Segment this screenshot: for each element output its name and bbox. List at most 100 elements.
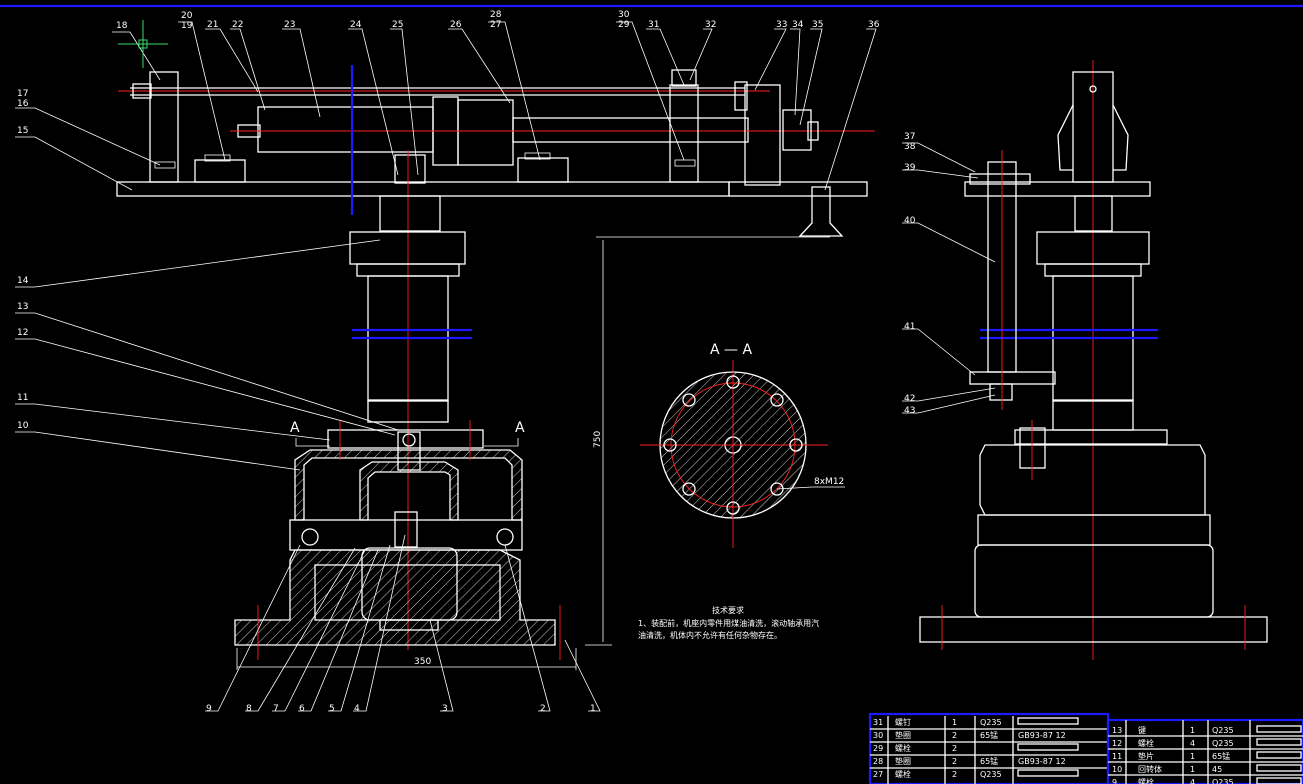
part-number-label: 13 bbox=[17, 302, 28, 312]
part-number-label: 27 bbox=[490, 20, 501, 30]
part-number-label: 18 bbox=[116, 21, 128, 31]
bom-cell-blank bbox=[1256, 738, 1302, 746]
part-number-label: 39 bbox=[904, 163, 916, 173]
part-number-label: 19 bbox=[181, 21, 193, 31]
bom-cell-no: 30 bbox=[873, 731, 883, 740]
bom-cell-qty: 2 bbox=[952, 757, 957, 766]
section-marker-right: A bbox=[515, 420, 525, 436]
bom-cell-material: 65锰 bbox=[1212, 751, 1230, 761]
part-number-label: 33 bbox=[776, 20, 787, 30]
dimension-height-label: 750 bbox=[593, 431, 603, 448]
bom-cell-qty: 4 bbox=[1190, 739, 1195, 748]
bom-cell-name: 螺栓 bbox=[895, 769, 911, 779]
bom-cell-material: Q235 bbox=[1212, 739, 1234, 748]
part-number-label: 1 bbox=[590, 704, 596, 714]
bom-cell-material: 65锰 bbox=[980, 756, 998, 766]
part-number-label: 9 bbox=[206, 704, 212, 714]
part-number-label: 31 bbox=[648, 20, 659, 30]
part-number-label: 20 bbox=[181, 11, 193, 21]
part-number-label: 21 bbox=[207, 20, 218, 30]
bom-cell-name: 垫片 bbox=[1138, 751, 1154, 761]
part-number-label: 12 bbox=[17, 328, 28, 338]
part-number-label: 10 bbox=[17, 421, 29, 431]
part-number-label: 28 bbox=[490, 10, 502, 20]
bom-cell-no: 28 bbox=[873, 757, 883, 766]
bom-cell-blank bbox=[1017, 717, 1079, 725]
part-number-label: 15 bbox=[17, 126, 28, 136]
part-number-label: 35 bbox=[812, 20, 823, 30]
section-marker-left: A bbox=[290, 420, 300, 436]
part-number-label: 26 bbox=[450, 20, 462, 30]
bom-cell-material: 65锰 bbox=[980, 730, 998, 740]
bom-cell-blank bbox=[1256, 764, 1302, 772]
bom-cell-no: 9 bbox=[1112, 778, 1117, 784]
tech-requirements-title: 技术要求 bbox=[712, 605, 744, 615]
bom-cell-blank bbox=[1017, 743, 1079, 751]
part-number-label: 41 bbox=[904, 322, 915, 332]
bom-cell-qty: 1 bbox=[1190, 765, 1195, 774]
tech-requirements-line-2: 油清洗，机体内不允许有任何杂物存在。 bbox=[638, 630, 782, 640]
bom-cell-name: 键 bbox=[1138, 725, 1146, 735]
bom-cell-no: 27 bbox=[873, 770, 883, 779]
cad-cursor bbox=[118, 20, 168, 68]
bom-cell-name: 螺栓 bbox=[1138, 738, 1154, 748]
part-number-label: 2 bbox=[540, 704, 546, 714]
part-number-label: 29 bbox=[618, 20, 630, 30]
bom-cell-material: Q235 bbox=[980, 718, 1002, 727]
part-number-label: 4 bbox=[354, 704, 360, 714]
bom-cell-no: 13 bbox=[1112, 726, 1122, 735]
part-number-label: 34 bbox=[792, 20, 804, 30]
bom-cell-material: Q235 bbox=[980, 770, 1002, 779]
part-number-label: 30 bbox=[618, 10, 630, 20]
bom-cell-name: 垫圈 bbox=[895, 730, 911, 740]
part-number-label: 17 bbox=[17, 89, 28, 99]
bom-cell-blank bbox=[1256, 777, 1302, 784]
bom-cell-qty: 2 bbox=[952, 731, 957, 740]
part-number-label: 8 bbox=[246, 704, 252, 714]
section-a-a-title: A — A bbox=[710, 342, 752, 358]
part-number-label: 14 bbox=[17, 276, 29, 286]
bom-cell-blank bbox=[1256, 751, 1302, 759]
bolt-spec-label: 8xM12 bbox=[814, 477, 844, 487]
part-number-label: 22 bbox=[232, 20, 243, 30]
part-number-label: 32 bbox=[705, 20, 716, 30]
bom-cell-qty: 2 bbox=[952, 770, 957, 779]
bom-cell-blank bbox=[1256, 725, 1302, 733]
part-number-label: 3 bbox=[442, 704, 448, 714]
bom-cell-qty: 4 bbox=[1190, 778, 1195, 784]
bom-cell-material: Q235 bbox=[1212, 726, 1234, 735]
bom-cell-name: 螺钉 bbox=[895, 717, 911, 727]
bom-cell-qty: 1 bbox=[1190, 726, 1195, 735]
dimension-height bbox=[585, 236, 830, 646]
bom-cell-material: 45 bbox=[1212, 765, 1222, 774]
bolt-holes bbox=[663, 375, 803, 515]
part-number-label: 24 bbox=[350, 20, 362, 30]
section-a-a-view bbox=[640, 360, 845, 548]
bom-cell-blank bbox=[1017, 769, 1079, 777]
bom-cell-qty: 2 bbox=[952, 744, 957, 753]
part-number-label: 6 bbox=[299, 704, 305, 714]
bom-cell-name: 垫圈 bbox=[895, 756, 911, 766]
bom-cell-no: 29 bbox=[873, 744, 883, 753]
part-number-label: 40 bbox=[904, 216, 916, 226]
part-number-label: 11 bbox=[17, 393, 28, 403]
bom-cell-no: 31 bbox=[873, 718, 883, 727]
bom-cell-no: 12 bbox=[1112, 739, 1122, 748]
part-number-label: 5 bbox=[329, 704, 335, 714]
part-number-label: 7 bbox=[273, 704, 279, 714]
leader-lines bbox=[15, 21, 996, 712]
part-number-label: 16 bbox=[17, 99, 29, 109]
bom-cell-standard: GB93-87 12 bbox=[1018, 757, 1066, 766]
part-number-label: 23 bbox=[284, 20, 295, 30]
part-number-label: 25 bbox=[392, 20, 403, 30]
bom-cell-standard: GB93-87 12 bbox=[1018, 731, 1066, 740]
bom-cell-name: 螺栓 bbox=[1138, 777, 1154, 784]
tech-requirements-line-1: 1、装配前，机座内零件用煤油清洗，滚动轴承用汽 bbox=[638, 618, 819, 628]
bom-cell-no: 11 bbox=[1112, 752, 1122, 761]
bom-cell-material: Q235 bbox=[1212, 778, 1234, 784]
dimension-width bbox=[236, 648, 577, 670]
